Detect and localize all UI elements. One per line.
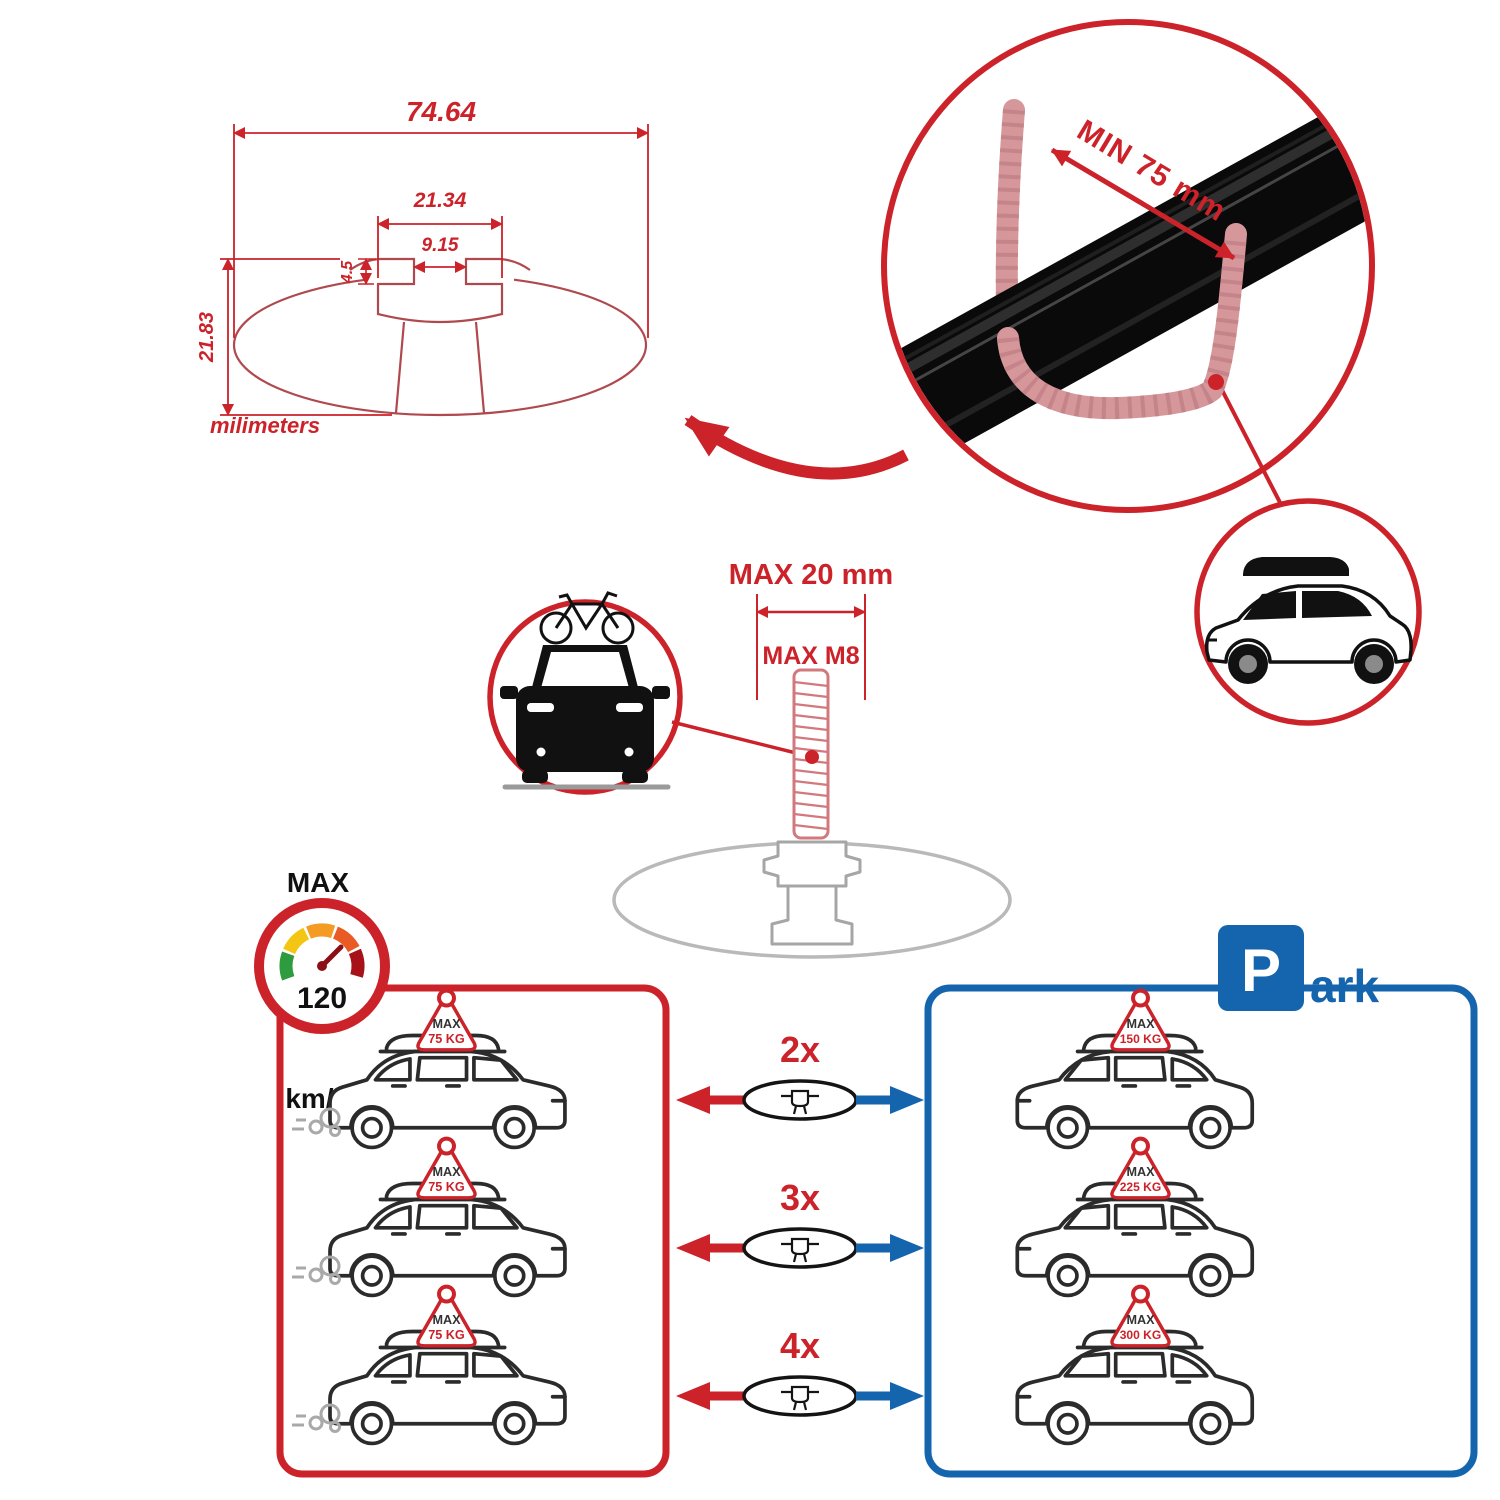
bar-count-row-1: 2x — [676, 1029, 924, 1121]
t-bolt-foot — [762, 840, 862, 946]
tag-weight-label: 75 KG — [428, 1180, 465, 1194]
bolt-point-dot — [805, 750, 819, 764]
crossbar-section-icon — [742, 1375, 858, 1417]
load-tag: MAX 75 KG — [418, 1139, 475, 1198]
car-illustration — [1015, 1033, 1255, 1150]
bolt-diagram: MAX 20 mm MAX M8 — [612, 559, 1012, 959]
dim-channel-width-label: 21.34 — [413, 189, 467, 212]
load-tag: MAX 75 KG — [418, 991, 475, 1050]
tag-weight-label: 150 KG — [1120, 1032, 1162, 1046]
speed-value: 120 — [297, 982, 347, 1015]
car-front-circle — [487, 591, 683, 795]
suv-roofbox-circle — [1194, 498, 1422, 726]
tag-weight-label: 300 KG — [1120, 1328, 1162, 1342]
speedometer-gauge — [279, 923, 365, 981]
driving-car-1: MAX 75 KG — [290, 991, 567, 1150]
parked-car-3: MAX 300 KG — [1015, 1287, 1255, 1446]
tag-max-label: MAX — [432, 1017, 461, 1031]
right-arrow-head — [890, 1086, 924, 1114]
bar-count-row-2: 3x — [676, 1177, 924, 1269]
dim-total-height-label: 21.83 — [196, 312, 218, 363]
speedometer-hub — [317, 961, 327, 971]
tag-max-label: MAX — [432, 1313, 461, 1327]
car-illustration — [328, 1181, 567, 1298]
parking-panel — [924, 984, 1478, 1478]
right-arrow-head — [890, 1234, 924, 1262]
tag-weight-label: 75 KG — [428, 1328, 465, 1342]
max-bolt-label: MAX M8 — [762, 642, 859, 670]
park-sign-square — [1218, 925, 1304, 1011]
tag-max-label: MAX — [1126, 1017, 1155, 1031]
car-illustration — [328, 1033, 567, 1150]
load-tag: MAX 75 KG — [418, 1287, 475, 1346]
t-slot-profile — [349, 257, 531, 324]
left-arrow-head — [676, 1086, 710, 1114]
dim-ext-total-height — [220, 258, 392, 416]
load-tag: MAX 150 KG — [1112, 991, 1169, 1050]
tag-max-label: MAX — [1126, 1165, 1155, 1179]
bicycle-icon — [539, 591, 635, 645]
dim-lip-depth-label: 4.5 — [339, 260, 356, 284]
clamp-strap-front — [997, 223, 1247, 420]
parked-car-2: MAX 225 KG — [1015, 1139, 1255, 1298]
car-front-icon — [500, 645, 671, 790]
min-clamp-arrow — [1050, 147, 1236, 261]
tag-weight-label: 225 KG — [1120, 1180, 1162, 1194]
right-arrow-head — [890, 1382, 924, 1410]
bar-count-label: 3x — [780, 1177, 820, 1218]
car-illustration — [1015, 1329, 1255, 1446]
bar-count-label: 2x — [780, 1029, 820, 1070]
car-illustration — [328, 1329, 567, 1446]
cross-section-diagram: 74.64 21.34 9.15 4.5 21.83 milimeters — [196, 96, 649, 438]
parked-car-1: MAX 150 KG — [1015, 991, 1255, 1150]
car-illustration — [1015, 1181, 1255, 1298]
park-sign-p: P — [1241, 937, 1281, 1004]
left-arrow-head — [676, 1234, 710, 1262]
max-width-label: MAX 20 mm — [729, 559, 893, 591]
clamp-point-dot — [1208, 374, 1224, 390]
speed-max-label: MAX — [287, 867, 350, 898]
left-arrow-head — [676, 1382, 710, 1410]
detail-circle-outline — [881, 19, 1375, 513]
crossbar-section-icon — [742, 1227, 858, 1269]
pointer-arrow-to-cross-section — [684, 415, 909, 480]
bar-detail-circle: MIN 75 mm — [684, 19, 1375, 519]
dim-ext-total-width — [233, 124, 649, 338]
connector-line-suv — [1220, 389, 1290, 519]
bar-cross-section-ellipse — [232, 273, 648, 417]
connector-line-bolt — [671, 720, 813, 759]
driving-car-3: MAX 75 KG — [290, 1287, 567, 1446]
suv-with-roofbox-icon — [1204, 557, 1413, 684]
tag-max-label: MAX — [432, 1165, 461, 1179]
bar-count-row-3: 4x — [676, 1325, 924, 1417]
park-sign: P ark — [1218, 925, 1379, 1012]
tag-max-label: MAX — [1126, 1313, 1155, 1327]
park-sign-text: ark — [1310, 960, 1379, 1012]
load-tag: MAX 300 KG — [1112, 1287, 1169, 1346]
profile-stem-lines — [394, 321, 486, 414]
units-label: milimeters — [210, 413, 320, 438]
crossbar-section-icon — [742, 1079, 858, 1121]
dim-slot-width-label: 9.15 — [422, 235, 459, 256]
tag-weight-label: 75 KG — [428, 1032, 465, 1046]
bar-count-label: 4x — [780, 1325, 820, 1366]
dim-total-width-label: 74.64 — [406, 96, 476, 127]
driving-panel — [276, 984, 670, 1478]
driving-car-2: MAX 75 KG — [290, 1139, 567, 1298]
load-tag: MAX 225 KG — [1112, 1139, 1169, 1198]
